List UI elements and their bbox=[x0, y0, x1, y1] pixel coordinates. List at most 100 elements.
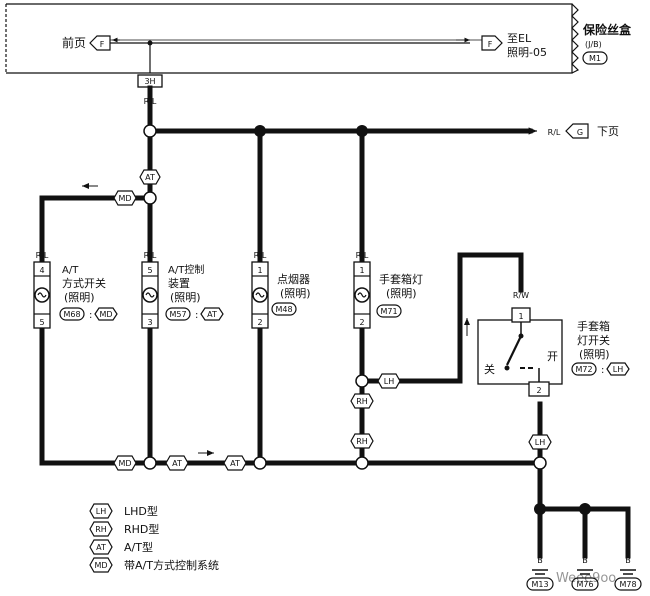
junction-ring bbox=[533, 456, 547, 470]
tag-rh: RH bbox=[356, 437, 368, 446]
legend-item-rh: RH RHD型 bbox=[89, 521, 159, 537]
grounds: M13 M76 M78 bbox=[526, 569, 642, 591]
fuse-box-title: 保险丝盒 bbox=[582, 22, 632, 37]
junction-ring bbox=[355, 374, 369, 388]
wire-color-b: B bbox=[537, 556, 543, 565]
connector-id: M72 bbox=[575, 365, 592, 374]
svg-text:MD: MD bbox=[94, 561, 107, 570]
tag-lh: LH bbox=[535, 438, 545, 447]
label-line1: 手套箱 bbox=[577, 319, 610, 333]
next-page-g-letter: G bbox=[577, 128, 583, 137]
tag-lh: LH bbox=[384, 377, 394, 386]
ground-m13: M13 bbox=[526, 569, 554, 591]
label-line2: (照明) bbox=[280, 287, 311, 300]
ground-id: M78 bbox=[619, 580, 636, 589]
glove-box-lamp: 1 2 手套箱灯 (照明) M71 bbox=[353, 261, 423, 329]
label-line2: 方式开关 bbox=[62, 276, 106, 290]
pin-bottom: 2 bbox=[359, 318, 364, 327]
svg-text:RHD型: RHD型 bbox=[124, 522, 159, 536]
wire-color-rl-next: R/L bbox=[548, 128, 561, 137]
glove-box-switch: 1 2 关 开 手套箱 灯开关 (照明) M72 : LH bbox=[477, 307, 630, 397]
ground-id: M13 bbox=[531, 580, 548, 589]
option-tag: AT bbox=[207, 310, 217, 319]
label-line2: 装置 bbox=[168, 277, 190, 290]
junction-ring bbox=[143, 456, 157, 470]
pin-bottom: 5 bbox=[39, 318, 44, 327]
pin-bottom: 2 bbox=[536, 386, 541, 395]
switch-off-label: 关 bbox=[484, 362, 495, 376]
tag-at: AT bbox=[172, 459, 182, 468]
ground-m76: M76 bbox=[571, 569, 599, 591]
pin-top: 4 bbox=[39, 266, 44, 275]
legend-item-at: AT A/T型 bbox=[89, 539, 153, 555]
svg-text::: : bbox=[601, 365, 604, 376]
next-page-connector bbox=[481, 35, 503, 51]
next-conn-letter: F bbox=[488, 40, 493, 49]
connector-id: M71 bbox=[380, 307, 397, 316]
bus-junction bbox=[147, 40, 153, 46]
tag-md: MD bbox=[118, 459, 131, 468]
ground-m78: M78 bbox=[614, 569, 642, 591]
wire-color-rl: R/L bbox=[36, 251, 49, 260]
pin-top: 1 bbox=[257, 266, 262, 275]
connector-id: M68 bbox=[63, 310, 80, 319]
wire-color-b: B bbox=[359, 336, 365, 345]
junction-dot bbox=[579, 503, 591, 515]
pin-bottom: 3 bbox=[147, 318, 152, 327]
wire-color-b: B bbox=[582, 556, 588, 565]
label-line1: 手套箱灯 bbox=[379, 272, 423, 286]
to-el-sub: 照明-05 bbox=[507, 46, 547, 59]
svg-text:带A/T方式控制系统: 带A/T方式控制系统 bbox=[124, 558, 219, 572]
svg-text:LH: LH bbox=[96, 507, 106, 516]
pin-top: 1 bbox=[359, 266, 364, 275]
connector-id: M48 bbox=[275, 305, 292, 314]
prev-page-label: 前页 bbox=[62, 35, 86, 50]
to-el-label: 至EL bbox=[507, 32, 532, 45]
connector-id: M57 bbox=[169, 310, 186, 319]
pin-top: 5 bbox=[147, 266, 152, 275]
junction-dot bbox=[254, 125, 266, 137]
svg-text::: : bbox=[89, 310, 92, 321]
label-line1: A/T bbox=[62, 265, 79, 276]
label-line1: A/T控制 bbox=[168, 263, 204, 276]
wire-color-rl: R/L bbox=[254, 251, 267, 260]
junction-dot bbox=[356, 125, 368, 137]
legend-item-lh: LH LHD型 bbox=[89, 503, 158, 519]
option-tags: AT MD MD AT AT RH RH LH LH bbox=[82, 169, 552, 471]
tag-md: MD bbox=[118, 194, 131, 203]
switch-on-label: 开 bbox=[547, 350, 558, 363]
junction-dot bbox=[534, 503, 546, 515]
wire-color-rl: R/L bbox=[356, 251, 369, 260]
fuse-box-id: M1 bbox=[589, 54, 601, 63]
pin-bottom: 2 bbox=[257, 318, 262, 327]
tag-rh: RH bbox=[356, 397, 368, 406]
label-line1: 点烟器 bbox=[277, 272, 310, 286]
wire-color-rw: R/W bbox=[513, 291, 529, 300]
next-page-g-connector bbox=[565, 123, 589, 139]
next-page: R/L G 下页 bbox=[528, 123, 619, 139]
junction-ring bbox=[253, 456, 267, 470]
tag-at: AT bbox=[145, 173, 155, 182]
label-line3: (照明) bbox=[579, 348, 610, 361]
legend: LH LHD型 RH RHD型 AT A/T型 MD 带A/T方式控制系统 bbox=[89, 503, 219, 573]
fuse-box-id-pill bbox=[582, 51, 608, 65]
wire-labels: R/L R/L R/L R/L B B B B R/W B B B B bbox=[36, 251, 631, 565]
tag-at: AT bbox=[230, 459, 240, 468]
svg-text:RH: RH bbox=[95, 525, 107, 534]
ground-id: M76 bbox=[576, 580, 593, 589]
pin-top: 1 bbox=[518, 312, 523, 321]
fuse-box-sub: (J/B) bbox=[585, 40, 602, 49]
legend-item-md: MD 带A/T方式控制系统 bbox=[89, 557, 219, 573]
option-tag: MD bbox=[99, 310, 112, 319]
wire-color-rl: R/L bbox=[144, 251, 157, 260]
pin-3h: 3H bbox=[144, 77, 155, 86]
wire-color-b: B bbox=[537, 407, 543, 416]
prev-page-connector bbox=[89, 35, 111, 51]
next-page-label: 下页 bbox=[597, 125, 619, 138]
svg-text:AT: AT bbox=[96, 543, 106, 552]
svg-text:A/T型: A/T型 bbox=[124, 540, 153, 554]
watermark: Weee9oo bbox=[556, 571, 616, 586]
svg-text::: : bbox=[195, 310, 198, 321]
wire-color-b: B bbox=[257, 336, 263, 345]
